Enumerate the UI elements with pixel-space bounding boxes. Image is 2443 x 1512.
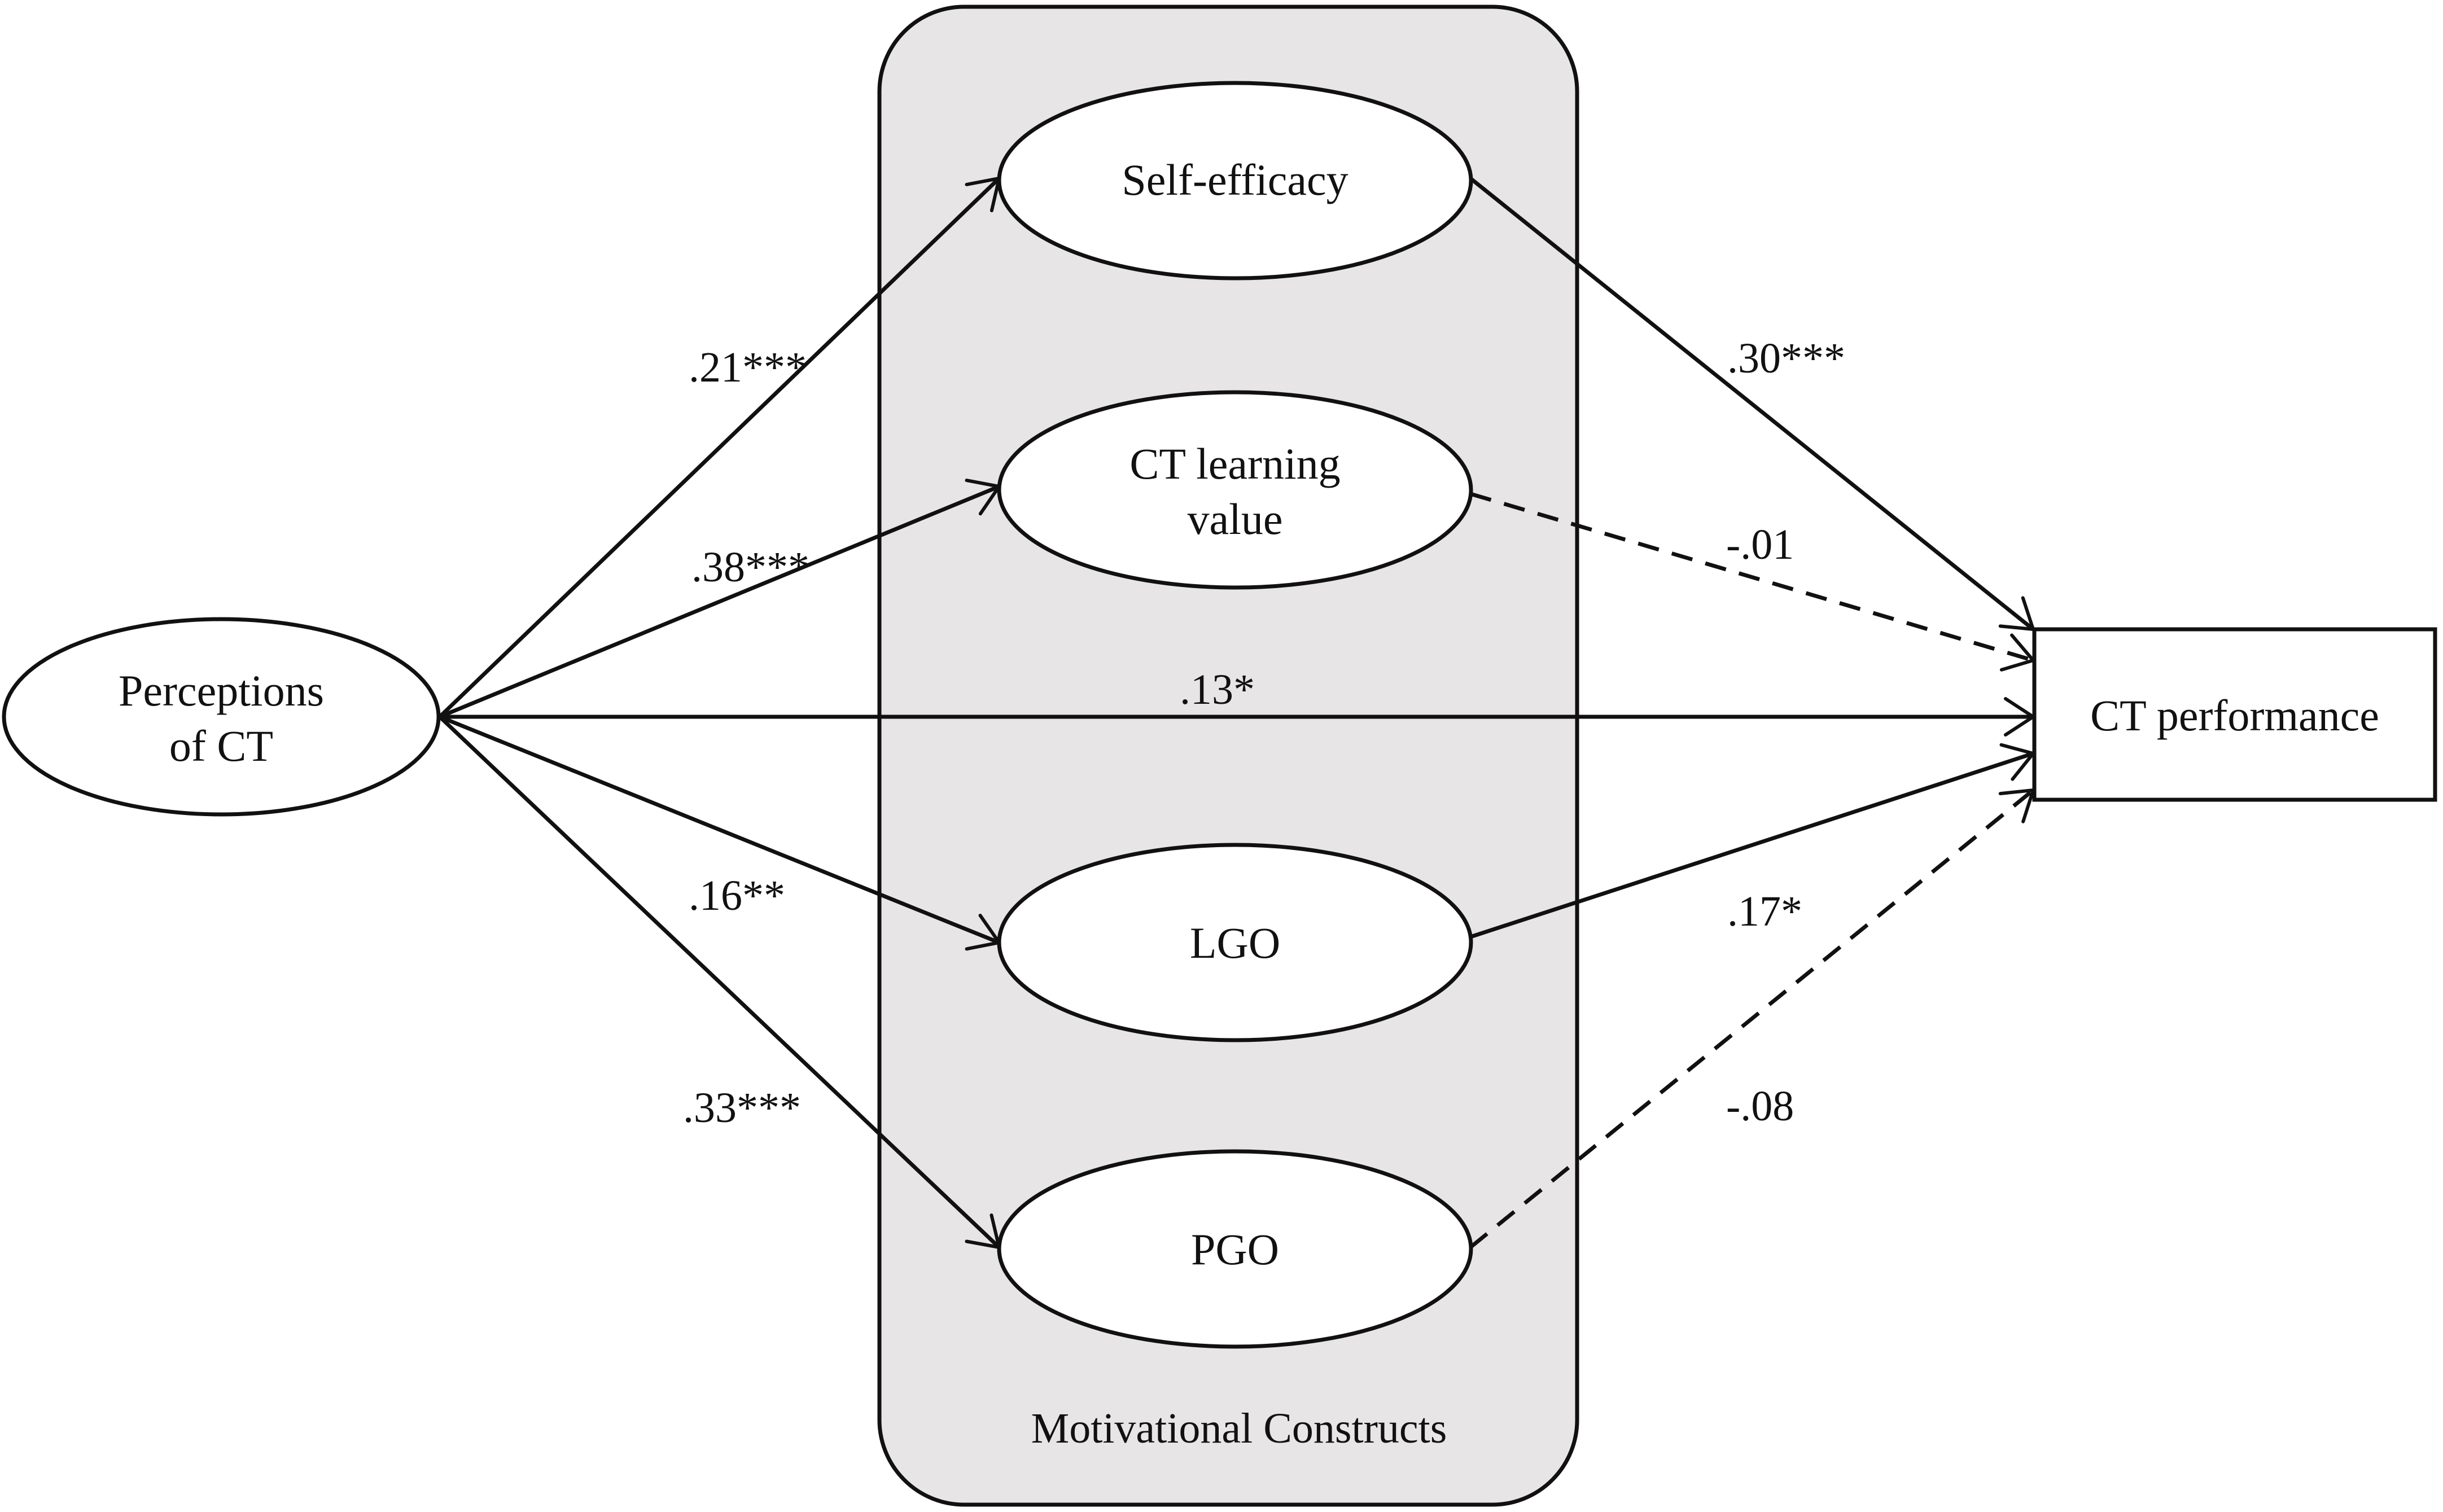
coef-ct-learning-value-to-ct-performance: -.01 <box>1726 521 1794 568</box>
coef-perceptions-to-lgo: .16** <box>689 872 785 919</box>
node-ct-performance: CT performance <box>2032 627 2437 802</box>
node-perceptions-of-ct: Perceptions of CT <box>2 617 441 817</box>
coef-pgo-to-ct-performance: -.08 <box>1726 1082 1794 1130</box>
node-self-efficacy-label: Self-efficacy <box>1122 155 1348 204</box>
path-perceptions-to-self-efficacy <box>438 177 1001 718</box>
motivational-constructs-box <box>877 5 1579 1507</box>
coef-self-efficacy-to-ct-performance: .30*** <box>1727 335 1845 382</box>
path-perceptions-to-pgo <box>438 715 1001 1249</box>
coef-perceptions-to-pgo: .33*** <box>683 1084 801 1132</box>
coef-lgo-to-ct-performance: .17* <box>1727 888 1802 935</box>
node-self-efficacy: Self-efficacy <box>997 81 1473 281</box>
node-perceptions-line1: Perceptions <box>119 666 324 715</box>
node-perceptions-line2: of CT <box>169 721 273 770</box>
path-perceptions-to-ct-learning-value <box>439 479 1001 719</box>
node-ct-learning-value: CT learning value <box>997 390 1473 590</box>
coef-perceptions-to-ct-performance: .13* <box>1180 666 1255 713</box>
motivational-constructs-title: Motivational Constructs <box>1031 1405 1447 1452</box>
path-lgo-to-ct-performance <box>1469 743 2035 939</box>
path-perceptions-to-lgo <box>439 715 1001 951</box>
node-ct-learning-value-line2: value <box>1188 494 1283 544</box>
coef-perceptions-to-self-efficacy: .21*** <box>689 344 807 391</box>
coef-perceptions-to-ct-learning-value: .38*** <box>691 544 809 591</box>
node-pgo: PGO <box>997 1149 1473 1349</box>
node-lgo: LGO <box>997 843 1473 1042</box>
node-ct-learning-value-line1: CT learning <box>1129 439 1340 488</box>
node-ct-performance-label: CT performance <box>2090 691 2379 740</box>
path-pgo-to-ct-performance <box>1469 788 2035 1249</box>
path-ct-learning-value-to-ct-performance <box>1470 492 2035 672</box>
node-lgo-label: LGO <box>1190 918 1280 967</box>
node-pgo-label: PGO <box>1191 1225 1279 1274</box>
path-self-efficacy-to-ct-performance <box>1469 177 2035 631</box>
